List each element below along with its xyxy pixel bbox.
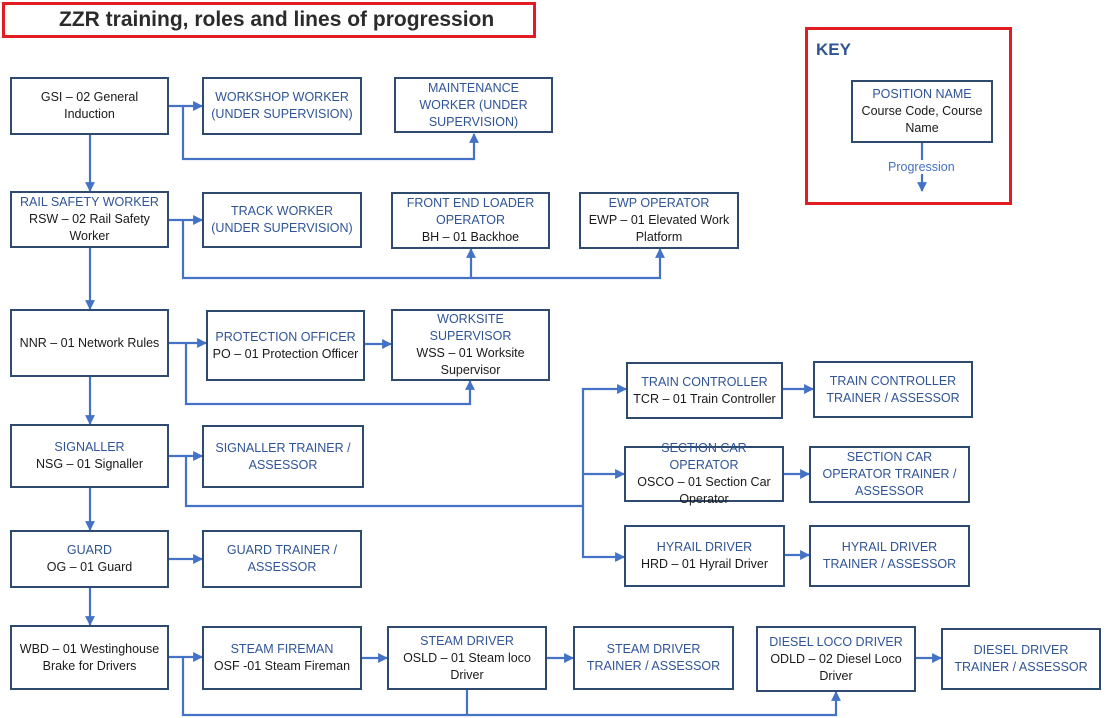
role-box-track-worker: TRACK WORKER (UNDER SUPERVISION) [202,192,362,248]
key-heading: KEY [816,40,851,59]
position-name: DIESEL DRIVER TRAINER / ASSESSOR [954,643,1088,674]
role-box-network-rules: NNR – 01 Network Rules [10,309,169,377]
role-box-hyrail-driver: HYRAIL DRIVER HRD – 01 Hyrail Driver [624,525,785,587]
diagram-title: ZZR training, roles and lines of progres… [2,2,536,38]
position-name: HYRAIL DRIVER TRAINER / ASSESSOR [822,540,957,571]
position-name: TRACK WORKER (UNDER SUPERVISION) [211,204,353,235]
role-box-guard-trainer: GUARD TRAINER / ASSESSOR [202,530,362,588]
position-name: STEAM FIREMAN [230,642,334,656]
course-name: NSG – 01 Signaller [35,457,143,471]
course-name: HRD – 01 Hyrail Driver [640,557,769,571]
course-name: PO – 01 Protection Officer [212,346,359,361]
role-box-steam-fireman: STEAM FIREMAN OSF -01 Steam Fireman [202,626,362,690]
role-box-ewp-operator: EWP OPERATOR EWP – 01 Elevated Work Platf… [579,192,739,249]
position-name: MAINTENANCE WORKER (UNDER SUPERVISION) [419,80,528,129]
arrow-wbd-dl [181,657,841,717]
position-name: TRAIN CONTROLLER [641,374,768,389]
course-name: ODLD – 02 Diesel Loco Driver [770,651,902,683]
key-progression-label: Progression [887,160,956,174]
position-name: GUARD [66,543,113,557]
position-name: SIGNALLER [54,440,125,454]
position-name: PROTECTION OFFICER [215,329,356,344]
course-name: TCR – 01 Train Controller [633,391,776,406]
key-legend: KEY [805,27,1012,205]
role-box-train-controller-trainer: TRAIN CONTROLLER TRAINER / ASSESSOR [813,361,973,418]
role-box-workshop-worker: WORKSHOP WORKER (UNDER SUPERVISION) [202,77,362,135]
role-box-gsi: GSI – 02 General Induction [10,77,169,135]
arrow-rsw-ewp [181,220,665,280]
position-name: SIGNALLER TRAINER / ASSESSOR [215,440,351,472]
arrow-sig-hyrail [581,506,625,562]
role-box-steam-driver: STEAM DRIVER OSLD – 01 Steam loco Driver [387,626,547,690]
role-box-section-car-trainer: SECTION CAR OPERATOR TRAINER / ASSESSOR [809,446,970,503]
position-name: GUARD TRAINER / ASSESSOR [226,543,338,574]
course-name: OSLD – 01 Steam loco Driver [403,650,531,682]
role-box-train-controller: TRAIN CONTROLLER TCR – 01 Train Controlle… [626,362,783,419]
role-box-diesel-loco-driver: DIESEL LOCO DRIVER ODLD – 02 Diesel Loco … [756,626,916,692]
role-box-westinghouse-brake: WBD – 01 Westinghouse Brake for Drivers [10,625,169,690]
position-name: STEAM DRIVER TRAINER / ASSESSOR [586,642,721,673]
role-box-signaller-trainer: SIGNALLER TRAINER / ASSESSOR [202,425,364,488]
position-name: SECTION CAR OPERATOR TRAINER / ASSESSOR [822,450,957,498]
role-box-protection-officer: PROTECTION OFFICER PO – 01 Protection Off… [206,310,365,381]
position-name: SECTION CAR OPERATOR [661,441,747,472]
position-name: STEAM DRIVER [420,633,514,648]
position-name: EWP OPERATOR [608,196,710,210]
role-box-front-end-loader: FRONT END LOADER OPERATOR BH – 01 Backhoe [391,192,550,249]
course-name: OG – 01 Guard [46,560,133,574]
course-name: WBD – 01 Westinghouse Brake for Drivers [19,641,160,673]
course-name: OSCO – 01 Section Car Operator [637,475,771,506]
course-name: GSI – 02 General Induction [40,90,139,121]
course-name: OSF -01 Steam Fireman [213,659,351,673]
role-box-steam-driver-trainer: STEAM DRIVER TRAINER / ASSESSOR [573,626,734,690]
arrow-gsi-maintenance [181,106,479,161]
course-name: RSW – 02 Rail Safety Worker [29,212,150,243]
key-position-label: POSITION NAME [872,87,972,101]
position-name: TRAIN CONTROLLER TRAINER / ASSESSOR [826,373,960,405]
position-name: DIESEL LOCO DRIVER [769,634,903,649]
role-box-diesel-driver-trainer: DIESEL DRIVER TRAINER / ASSESSOR [941,628,1101,690]
position-name: WORKSITE SUPERVISOR [429,312,512,343]
key-course-label: Course Code, Course Name [861,104,983,135]
role-box-maintenance-worker: MAINTENANCE WORKER (UNDER SUPERVISION) [394,77,553,133]
role-box-hyrail-trainer: HYRAIL DRIVER TRAINER / ASSESSOR [809,525,970,587]
position-name: FRONT END LOADER OPERATOR [406,196,535,227]
course-name: WSS – 01 Worksite Supervisor [416,346,525,377]
position-name: WORKSHOP WORKER (UNDER SUPERVISION) [211,90,353,121]
key-sample-box: POSITION NAME Course Code, Course Name [851,80,993,143]
course-name: EWP – 01 Elevated Work Platform [588,213,730,244]
course-name: NNR – 01 Network Rules [19,335,160,350]
arrow-nnr-wss [184,343,475,406]
role-box-guard: GUARD OG – 01 Guard [10,530,169,588]
position-name: HYRAIL DRIVER [656,540,753,554]
role-box-signaller: SIGNALLER NSG – 01 Signaller [10,424,169,488]
position-name: RAIL SAFETY WORKER [20,195,159,209]
course-name: BH – 01 Backhoe [421,230,520,244]
role-box-rail-safety-worker: RAIL SAFETY WORKER RSW – 02 Rail Safety W… [10,191,169,248]
